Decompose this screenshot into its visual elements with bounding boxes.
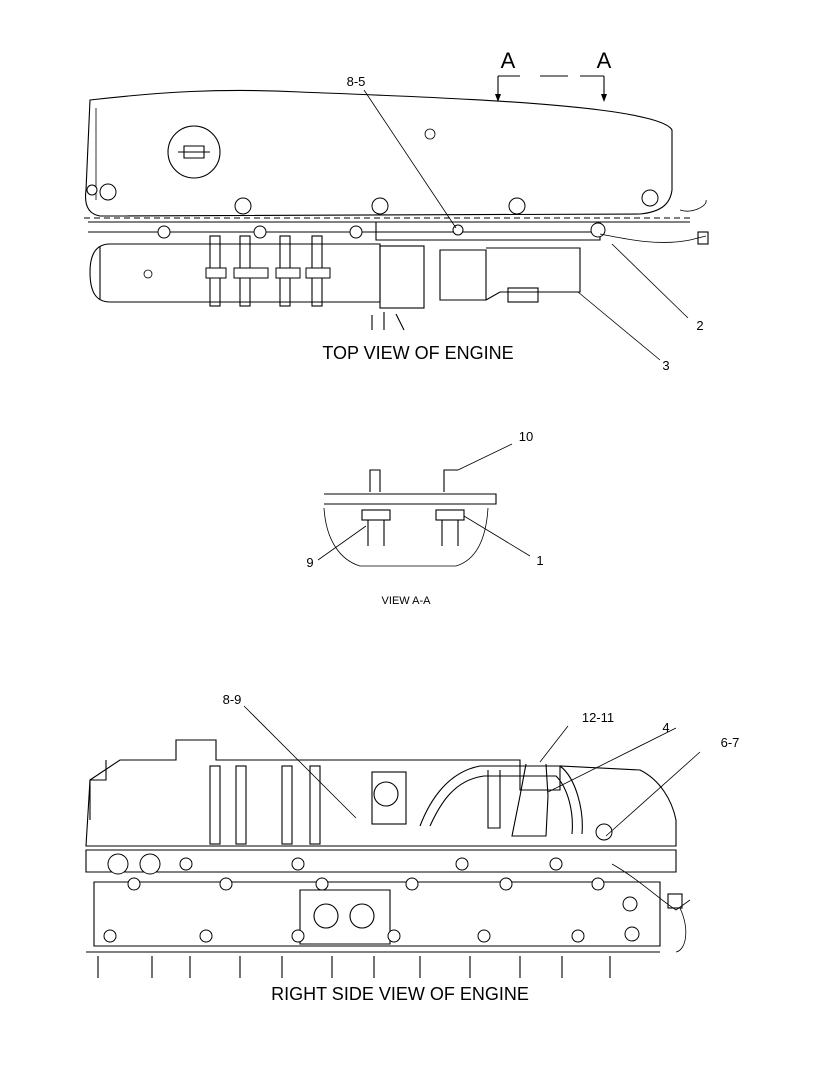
cover-bolts [86, 183, 659, 215]
section-marker-left: A [501, 48, 516, 73]
callout-1: 1 [536, 553, 543, 568]
callout-8-5: 8-5 [347, 74, 366, 89]
manifold-bolts [103, 877, 640, 943]
callout-9: 9 [306, 555, 313, 570]
callout-2: 2 [696, 318, 703, 333]
callout-12-11: 12-11 [582, 710, 614, 725]
top-view-drawing [84, 75, 709, 361]
section-view-drawing [317, 443, 531, 567]
side-view-drawing [85, 705, 701, 978]
callout-3: 3 [662, 358, 669, 373]
callout-10: 10 [519, 429, 533, 444]
side-view-title: RIGHT SIDE VIEW OF ENGINE [271, 984, 529, 1004]
injector-lines [205, 235, 331, 307]
section-marker-right: A [597, 48, 612, 73]
top-view-title: TOP VIEW OF ENGINE [322, 343, 513, 363]
callout-6-7: 6-7 [721, 735, 740, 750]
section-view-title: VIEW A-A [382, 595, 432, 607]
side-injector-lines [209, 765, 321, 845]
callout-8-9: 8-9 [223, 692, 242, 707]
callout-4: 4 [662, 720, 669, 735]
